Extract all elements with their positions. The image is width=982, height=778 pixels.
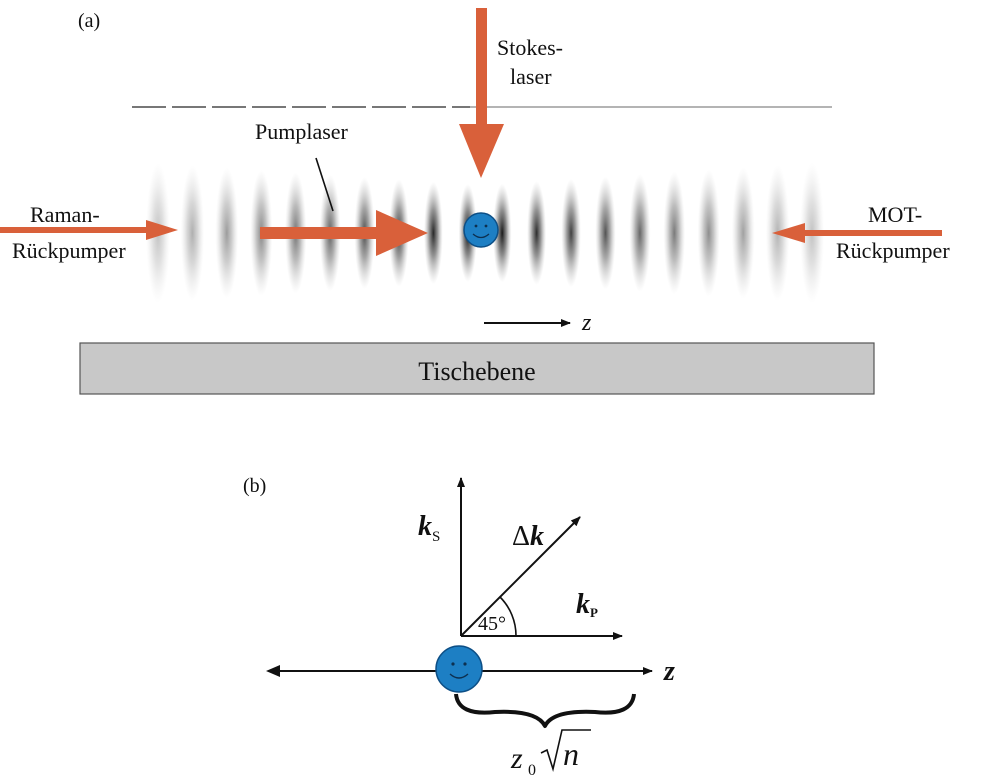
pump-label: Pumplaser [255,119,349,144]
pump-label-pointer [315,157,334,212]
atom-a [463,212,499,248]
table-plane [79,342,875,395]
panel-a-label: (a) [78,10,100,32]
length-n: n [563,736,579,772]
raman-label-line1: Raman- [30,202,100,227]
fringe [215,167,239,299]
fringe [731,167,755,299]
sqrt-sign-icon [540,729,591,773]
length-label: z 0 n [510,729,591,778]
panel-b: (b) kS Δk kP 45° z [243,475,675,778]
ks-label: kS [418,511,440,545]
panel-b-label: (b) [243,475,266,497]
length-z: z [510,742,523,775]
stokes-label-line1: Stokes- [497,35,563,60]
fringe [180,165,205,301]
z-axis-b-left-arrowhead [266,665,280,677]
stokes-laser-arrow [459,8,504,178]
raman-label-line2: Rückpumper [12,238,126,263]
panel-a: (a) Stokes- laser Pumplaser Raman- Rückp… [0,8,950,395]
fringe [595,176,616,290]
delta-k-vector [460,516,581,637]
raman-repump-arrow [0,220,178,240]
fringe [527,181,547,285]
z-axis-label-b: z [663,656,675,687]
pump-laser-arrow [260,210,428,256]
angle-arc [499,596,517,637]
length-brace [454,693,636,728]
stokes-label-line2: laser [510,64,552,89]
mot-label-line1: MOT- [868,202,922,227]
kp-label: kP [576,589,598,620]
angle-label: 45° [478,613,506,635]
fringe [663,171,686,295]
mot-label-line2: Rückpumper [836,238,950,263]
fringe [424,181,443,285]
fringe [561,178,581,288]
table-label: Tischebene [418,357,535,386]
fringe [697,169,720,297]
atom-b [435,645,483,693]
fringe [493,183,512,283]
fringe [629,174,651,292]
mot-repump-arrow [772,223,942,243]
length-subscript: 0 [528,762,536,778]
delta-k-label: Δk [512,521,544,552]
z-axis-label-a: z [581,310,592,336]
